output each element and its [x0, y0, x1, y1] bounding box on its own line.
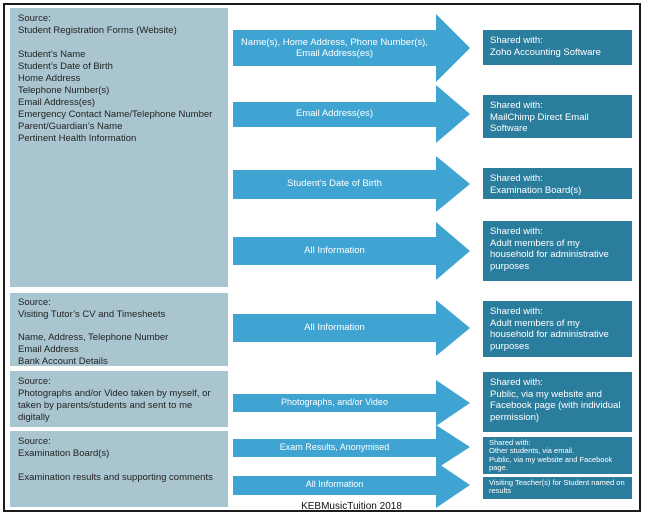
- data-flow-arrow-date-of-birth: Student’s Date of Birth: [233, 156, 470, 212]
- arrow-label: All Information: [304, 322, 365, 334]
- arrow-head-icon: [436, 425, 470, 469]
- shared-box-exam-boards: Shared with: Examination Board(s): [483, 168, 632, 199]
- arrow-head-icon: [436, 380, 470, 426]
- arrow-head-icon: [436, 156, 470, 212]
- arrow-body: Name(s), Home Address, Phone Number(s), …: [233, 30, 436, 66]
- source-box-tutor-cv: Source: Visiting Tutor’s CV and Timeshee…: [10, 293, 228, 366]
- arrow-body: All Information: [233, 237, 436, 265]
- arrow-label: Photographs, and/or Video: [281, 397, 388, 408]
- diagram-border: [3, 3, 641, 512]
- arrow-body: Exam Results, Anonymised: [233, 438, 436, 457]
- data-flow-arrow-email: Email Address(es): [233, 85, 470, 143]
- source-box-photographs: Source: Photographs and/or Video taken b…: [10, 371, 228, 427]
- arrow-label: Exam Results, Anonymised: [279, 441, 390, 452]
- shared-box-public-website: Shared with: Public, via my website and …: [483, 372, 632, 432]
- arrow-head-icon: [436, 14, 470, 82]
- data-flow-arrow-all-information-3: All Information: [233, 462, 470, 508]
- data-flow-arrow-all-information-1: All Information: [233, 222, 470, 280]
- arrow-body: All Information: [233, 314, 436, 342]
- arrow-body: Email Address(es): [233, 101, 436, 127]
- arrow-label: Email Address(es): [295, 108, 374, 120]
- source-box-registration-forms: Source: Student Registration Forms (Webs…: [10, 8, 228, 287]
- shared-box-household-2: Shared with: Adult members of my househo…: [483, 301, 632, 357]
- shared-box-other-students: Shared with: Other students, via email. …: [483, 437, 632, 474]
- arrow-head-icon: [436, 222, 470, 280]
- arrow-label: All Information: [304, 245, 365, 257]
- data-flow-arrow-photographs: Photographs, and/or Video: [233, 380, 470, 426]
- arrow-head-icon: [436, 462, 470, 508]
- arrow-head-icon: [436, 300, 470, 356]
- data-flow-arrow-exam-results: Exam Results, Anonymised: [233, 425, 470, 470]
- source-box-exam-board: Source: Examination Board(s) Examination…: [10, 431, 228, 507]
- data-flow-arrow-all-information-2: All Information: [233, 300, 470, 356]
- arrow-body: Student’s Date of Birth: [233, 169, 436, 199]
- arrow-body: Photographs, and/or Video: [233, 394, 436, 412]
- shared-box-zoho: Shared with: Zoho Accounting Software: [483, 30, 632, 65]
- arrow-label: All Information: [305, 479, 364, 490]
- arrow-label: Name(s), Home Address, Phone Number(s), …: [241, 36, 428, 60]
- diagram-caption: KEBMusicTuition 2018: [301, 501, 402, 512]
- shared-box-household-1: Shared with: Adult members of my househo…: [483, 221, 632, 281]
- arrow-head-icon: [436, 85, 470, 143]
- shared-box-mailchimp: Shared with: MailChimp Direct Email Soft…: [483, 95, 632, 138]
- arrow-label: Student’s Date of Birth: [287, 178, 382, 190]
- data-flow-arrow-contact-details: Name(s), Home Address, Phone Number(s), …: [233, 14, 470, 82]
- arrow-body: All Information: [233, 475, 436, 495]
- shared-box-visiting-teachers: Visiting Teacher(s) for Student named on…: [483, 477, 632, 499]
